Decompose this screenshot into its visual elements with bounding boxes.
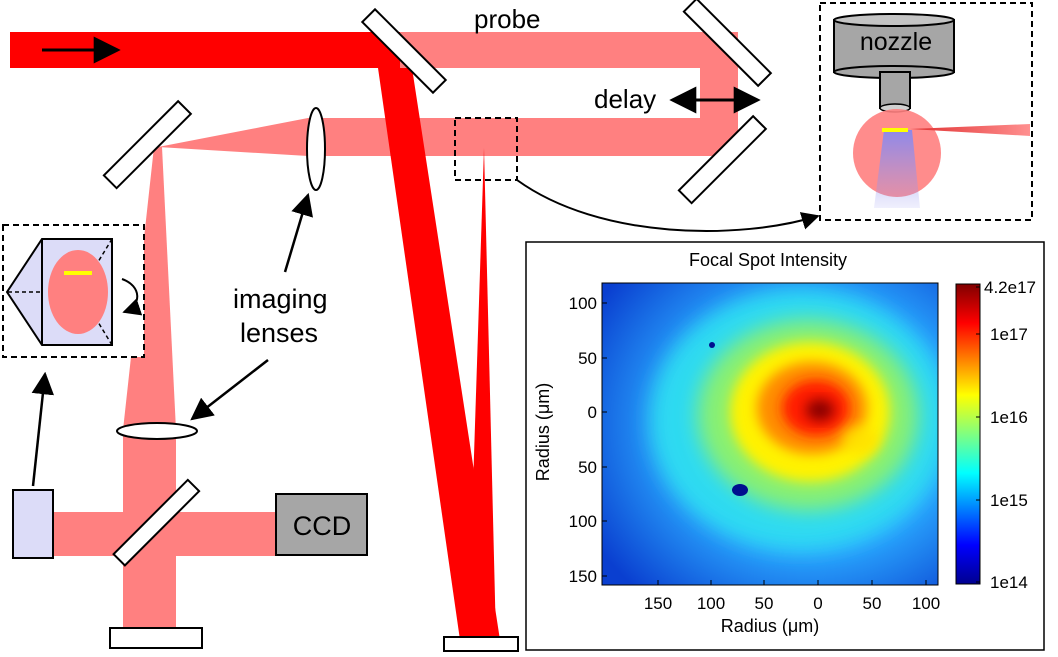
imaging-lenses-label-line2: lenses [240, 318, 318, 348]
focus-region-box [454, 117, 518, 181]
imaging-lenses-label-line1: imaging [233, 284, 328, 314]
colorbar-tick-label: 1e17 [990, 325, 1028, 344]
nozzle-label: nozzle [860, 28, 932, 56]
camera-pointer [31, 371, 55, 487]
ccd-label: CCD [293, 511, 352, 541]
x-tick-label: 50 [863, 594, 882, 613]
x-tick-label: 50 [755, 594, 774, 613]
prism-dash-a [97, 238, 113, 263]
nozzle-tip [879, 71, 911, 109]
probe-label: probe [474, 4, 541, 34]
prism-dash-b [97, 321, 113, 346]
probe-beam-down [123, 147, 176, 430]
mirror-top-splitter [360, 7, 448, 95]
heatmap-border [601, 282, 939, 586]
mirror-delay-top [682, 0, 773, 88]
imaging-lens-upper [306, 107, 326, 191]
lens-pointer-lower [190, 359, 269, 421]
colorbar-ticks [976, 286, 980, 583]
probe-beam-return [308, 118, 738, 156]
colorbar [955, 283, 981, 585]
rotation-arrow [121, 278, 143, 316]
imaging-lens-lower [116, 422, 198, 440]
x-tick-label: 150 [644, 594, 672, 613]
ccd-box [275, 493, 368, 556]
y-tick-label: 50 [578, 349, 597, 368]
lens-pointer-upper [283, 192, 313, 273]
colorbar-tick-label: 1e14 [990, 573, 1028, 592]
colorbar-tick-label: 4.2e17 [984, 278, 1036, 297]
plot-title: Focal Spot Intensity [689, 250, 847, 270]
main-beam-diagonal [378, 68, 500, 640]
heatmap [602, 283, 938, 585]
nozzle-top [833, 13, 955, 27]
y-tick-label: 100 [569, 294, 597, 313]
plasma-plume [874, 130, 920, 208]
probe-beam-cone [158, 118, 308, 156]
colorbar-tick-label: 1e16 [990, 408, 1028, 427]
y-tick-label: 150 [569, 567, 597, 586]
colorbar-tick-label: 1e15 [990, 491, 1028, 510]
main-beam-focus-cone [468, 148, 496, 640]
plasma-image-spot [48, 250, 108, 334]
y-axis-label: Radius (μm) [533, 383, 553, 481]
x-axis-label: Radius (μm) [721, 616, 819, 636]
delay-label: delay [594, 84, 656, 114]
outgoing-laser [910, 124, 1030, 136]
focal-spot-plot: Focal Spot Intensity [525, 241, 1045, 651]
mirror-delay-bottom [677, 114, 768, 205]
y-tick-label: 100 [569, 512, 597, 531]
mirror-left-upper [102, 99, 193, 190]
x-tick-label: 100 [912, 594, 940, 613]
mirror-bottom-left [109, 627, 203, 649]
probe-beam-top [400, 32, 738, 68]
x-tick-label: 100 [697, 594, 725, 613]
focusing-mirror [443, 636, 519, 652]
focus-zoom-pointer [516, 179, 820, 232]
beam-splitter [112, 478, 201, 567]
axis-ticks [602, 302, 927, 585]
y-tick-label: 50 [578, 458, 597, 477]
y-tick-label: 0 [588, 403, 597, 422]
x-tick-label: 0 [813, 594, 822, 613]
imaging-camera-box [12, 489, 54, 559]
